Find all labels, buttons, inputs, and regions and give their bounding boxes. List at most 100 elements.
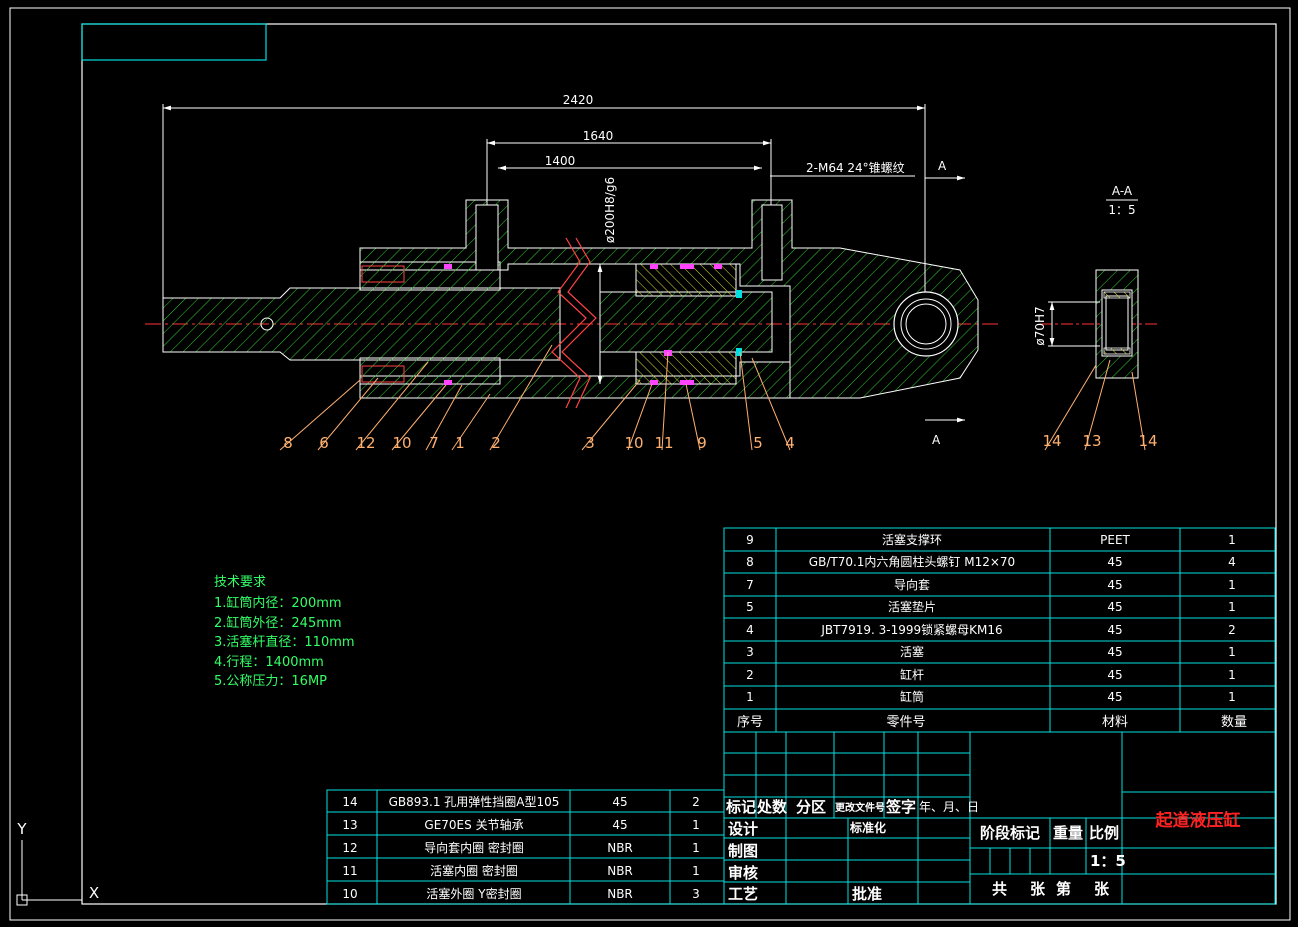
drawing-frame (9, 7, 1291, 921)
parts-upper-cell-qty: 1 (1228, 645, 1236, 659)
tb-weight: 重量 (1053, 824, 1083, 842)
parts-upper-header-no: 序号 (737, 715, 763, 730)
tb-draw: 制图 (728, 842, 758, 860)
parts-lower-cell-qty: 1 (692, 818, 700, 832)
parts-upper-cell-name: 导向套 (894, 577, 930, 592)
tb-sheet: 张 (1094, 880, 1110, 898)
dim-1640: 1640 (583, 129, 614, 143)
tech-item: 4.行程：1400mm (214, 655, 324, 670)
cylinder-assembly (162, 199, 979, 409)
dim-thread: 2-M64 24°锥螺纹 (806, 161, 905, 175)
parts-upper-header-name: 零件号 (886, 715, 925, 730)
parts-upper-cell-no: 7 (746, 578, 754, 592)
ucs-y: Y (16, 820, 27, 838)
parts-lower-cell-qty: 2 (692, 795, 700, 809)
parts-upper-cell-name: 缸杆 (900, 667, 924, 682)
parts-upper-cell-no: 2 (746, 668, 754, 682)
callout-label: 10 (392, 434, 411, 452)
tb-zone: 分区 (796, 798, 826, 816)
parts-lower-cell-qty: 1 (692, 864, 700, 878)
parts-lower-cell-no: 11 (342, 864, 357, 878)
tech-item: 1.缸筒内径：200mm (214, 595, 342, 611)
ucs-x: X (89, 884, 99, 902)
dim-pin: ø70H7 (1033, 306, 1047, 345)
parts-upper-cell-name: GB/T70.1内六角圆柱头螺钉 M12×70 (809, 554, 1015, 569)
parts-upper-cell-no: 4 (746, 623, 754, 637)
tb-sheet-no: 第 (1056, 880, 1071, 898)
parts-lower-cell-name: 活塞内圈 密封圈 (430, 863, 518, 878)
parts-upper-cell-material: 45 (1107, 690, 1122, 704)
title-block (723, 731, 1276, 905)
callout-label: 14 (1042, 432, 1061, 450)
cut-label-bottom: A (932, 433, 941, 447)
cut-label-top: A (938, 159, 947, 173)
parts-upper-cell-name: 活塞垫片 (888, 599, 936, 614)
tb-scale: 1：5 (1090, 852, 1126, 870)
tech-item: 3.活塞杆直径：110mm (214, 634, 355, 650)
callout-label: 2 (491, 434, 501, 452)
tb-change-doc: 更改文件号 (835, 801, 885, 814)
view-scale: 1：5 (1108, 203, 1135, 217)
dimension-lines (162, 104, 1100, 423)
parts-upper-cell-name: 活塞支撑环 (882, 532, 942, 547)
parts-upper-cell-no: 9 (746, 533, 754, 547)
parts-lower-cell-no: 14 (342, 795, 357, 809)
callout-label: 11 (654, 434, 673, 452)
parts-upper-header-qty: 数量 (1221, 715, 1247, 730)
parts-upper-cell-material: 45 (1107, 645, 1122, 659)
parts-upper-cell-qty: 4 (1228, 555, 1236, 569)
tb-total: 共 (992, 880, 1007, 898)
parts-upper-header-material: 材料 (1102, 715, 1128, 730)
callout-numbers-main: 8 6 12 10 7 1 2 3 10 11 9 5 4 14 13 14 (283, 432, 1157, 452)
parts-lower-cell-no: 12 (342, 841, 357, 855)
callout-label: 5 (753, 434, 763, 452)
tb-stage: 阶段标记 (980, 824, 1040, 842)
parts-lower-cell-qty: 3 (692, 887, 700, 901)
parts-upper-cell-qty: 1 (1228, 533, 1236, 547)
callout-label: 14 (1138, 432, 1157, 450)
parts-upper-cell-no: 3 (746, 645, 754, 659)
tech-item: 5.公称压力：16MP (214, 674, 327, 689)
parts-upper-cell-no: 8 (746, 555, 754, 569)
parts-upper-cell-name: JBT7919. 3-1999锁紧螺母KM16 (820, 622, 1002, 637)
callout-label: 10 (624, 434, 643, 452)
parts-lower-cell-name: 导向套内圈 密封圈 (424, 840, 524, 855)
parts-lower-cell-name: GE70ES 关节轴承 (424, 817, 523, 832)
callout-leaders (279, 344, 1146, 451)
callout-label: 12 (356, 434, 375, 452)
parts-lower-cell-material: 45 (612, 818, 627, 832)
parts-lower-cell-qty: 1 (692, 841, 700, 855)
parts-lower-cell-name: GB893.1 孔用弹性挡圈A型105 (389, 795, 560, 809)
parts-lower-cell-material: NBR (607, 887, 633, 901)
callout-label: 7 (429, 434, 439, 452)
parts-upper-cell-material: 45 (1107, 578, 1122, 592)
tb-date: 年、月、日 (919, 800, 979, 814)
ucs-icon: Y X (16, 820, 99, 906)
dim-bore: ø200H8/g6 (603, 177, 617, 243)
parts-upper-cell-qty: 1 (1228, 690, 1236, 704)
view-title: A-A (1112, 184, 1133, 198)
parts-lower-cell-material: NBR (607, 841, 633, 855)
parts-upper-cell-material: 45 (1107, 555, 1122, 569)
parts-list-upper (723, 527, 1276, 733)
parts-upper-cell-qty: 1 (1228, 668, 1236, 682)
parts-upper-cell-material: 45 (1107, 623, 1122, 637)
parts-upper-cell-qty: 1 (1228, 578, 1236, 592)
tb-review: 审核 (728, 864, 758, 882)
parts-upper-cell-material: 45 (1107, 600, 1122, 614)
drawing-name: 起道液压缸 (1155, 810, 1241, 831)
tech-item: 2.缸筒外径：245mm (214, 615, 342, 631)
tb-design: 设计 (728, 820, 758, 838)
parts-upper-cell-no: 5 (746, 600, 754, 614)
tb-scale-label: 比例 (1089, 824, 1119, 842)
tb-sheets: 张 (1030, 880, 1046, 898)
tb-process: 工艺 (728, 885, 758, 903)
callout-label: 4 (785, 434, 795, 452)
callout-label: 6 (319, 434, 329, 452)
parts-lower-cell-material: 45 (612, 795, 627, 809)
tb-mark: 标记 (725, 798, 756, 816)
section-view-aa (1095, 269, 1139, 379)
dim-overall: 2420 (563, 93, 594, 107)
